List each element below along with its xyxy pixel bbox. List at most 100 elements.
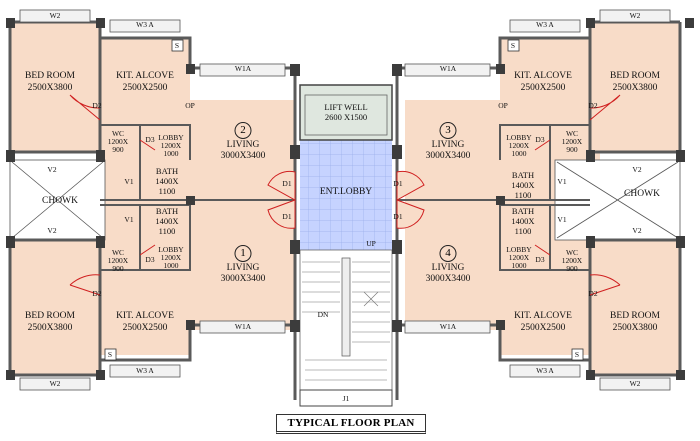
vent-tag-v2: V2: [632, 226, 642, 235]
stair-down-label: DN: [317, 310, 329, 319]
wc-dim: 900: [566, 145, 578, 154]
bath-name: BATH: [155, 166, 179, 176]
bedroom-name: BED ROOM: [610, 311, 660, 321]
vent-tag-v2: V2: [47, 165, 57, 174]
window-tag-w2: W2: [49, 11, 61, 20]
balcony-j1: [299, 389, 393, 407]
door-tag-d2: D2: [588, 101, 598, 110]
bath-dim: 1100: [514, 190, 532, 200]
wc-name: WC: [111, 248, 125, 257]
lobby-small-dim: 1000: [511, 261, 527, 270]
living-name: LIVING: [226, 263, 260, 273]
door-tag-d2: D2: [92, 101, 102, 110]
bath-name: BATH: [511, 206, 535, 216]
door-tag-d3: D3: [535, 255, 545, 264]
doors: [69, 94, 621, 296]
entrance-lobby-label: ENT.LOBBY: [319, 187, 373, 197]
bedroom-dim: 2500X3800: [27, 83, 73, 93]
bath-name: BATH: [511, 170, 535, 180]
bath-dim: 1400X: [155, 216, 179, 226]
bedroom-dim: 2500X3800: [612, 323, 658, 333]
living-dim: 3000X3400: [425, 274, 471, 284]
kitchen-dim: 2500X2500: [122, 83, 168, 93]
window-tag-w3a: W3 A: [536, 20, 554, 29]
living-name: LIVING: [431, 140, 465, 150]
wc-dim: 1200X: [107, 137, 129, 146]
bedroom-name: BED ROOM: [610, 71, 660, 81]
vent-tag-v2: V2: [632, 165, 642, 174]
window-tag-w2: W2: [629, 11, 641, 20]
door-tag-d2: D2: [92, 289, 102, 298]
window-tag-w1a: W1A: [439, 322, 457, 331]
bath-dim: 1400X: [155, 176, 179, 186]
bath-dim: 1100: [514, 226, 532, 236]
chowk-label: CHOWK: [42, 196, 78, 206]
living-name: LIVING: [431, 263, 465, 273]
kitchen-name: KIT. ALCOVE: [514, 311, 572, 321]
lift-well-name: LIFT WELL: [324, 102, 368, 112]
window-tag-w3a: W3 A: [136, 366, 154, 375]
opening-tag: OP: [498, 101, 508, 110]
kitchen-name: KIT. ALCOVE: [514, 71, 572, 81]
unit-number: 3: [439, 122, 457, 139]
lobby-small-dim: 1200X: [160, 141, 182, 150]
vent-tag-v1: V1: [124, 215, 134, 224]
wc-name: WC: [565, 248, 579, 257]
inner-walls: [100, 124, 590, 271]
bath-dim: 1400X: [511, 180, 535, 190]
door-tag-d2: D2: [588, 289, 598, 298]
unit-number: 2: [234, 122, 252, 139]
window-tag-w1a: W1A: [234, 64, 252, 73]
living-dim: 3000X3400: [220, 151, 266, 161]
wc-name: WC: [111, 129, 125, 138]
sink-label: S: [574, 350, 580, 359]
lobby-small-dim: 1200X: [508, 141, 530, 150]
vent-tag-v1: V1: [557, 215, 567, 224]
lobby-small-dim: 1000: [163, 149, 179, 158]
lobby-small-name: LOBBY: [158, 133, 184, 142]
door-tag-d3: D3: [145, 255, 155, 264]
window-tag-w3a: W3 A: [536, 366, 554, 375]
bath-dim: 1400X: [511, 216, 535, 226]
lobby-small-name: LOBBY: [506, 245, 532, 254]
lobby-small-dim: 1000: [163, 261, 179, 270]
lift-well-dim: 2600 X1500: [324, 112, 368, 122]
living-name: LIVING: [226, 140, 260, 150]
sink-label: S: [107, 350, 113, 359]
columns: [6, 18, 694, 380]
bedroom-name: BED ROOM: [25, 71, 75, 81]
wc-dim: 1200X: [561, 137, 583, 146]
opening-tag: OP: [185, 101, 195, 110]
staircase: [299, 249, 393, 391]
lobby-small-dim: 1200X: [508, 253, 530, 262]
lift-well: [299, 84, 393, 141]
door-tag-d3: D3: [145, 135, 155, 144]
wc-dim: 1200X: [107, 256, 129, 265]
lobby-small-dim: 1200X: [160, 253, 182, 262]
unit-number: 4: [439, 245, 457, 262]
sink-label: S: [510, 41, 516, 50]
kitchen-dim: 2500X2500: [122, 323, 168, 333]
bedroom-dim: 2500X3800: [27, 323, 73, 333]
kitchen-name: KIT. ALCOVE: [116, 311, 174, 321]
balcony-label: J1: [342, 394, 350, 403]
window-tag-w1a: W1A: [234, 322, 252, 331]
stair-up-label: UP: [366, 239, 376, 248]
lobby-small-name: LOBBY: [506, 133, 532, 142]
kitchen-dim: 2500X2500: [520, 323, 566, 333]
door-tag-d1: D1: [393, 212, 403, 221]
chowk-label: CHOWK: [624, 189, 660, 199]
bath-dim: 1100: [158, 226, 176, 236]
wc-dim: 900: [112, 264, 124, 273]
window-tag-w3a: W3 A: [136, 20, 154, 29]
vent-tag-v1: V1: [557, 177, 567, 186]
lobby-small-dim: 1000: [511, 149, 527, 158]
door-tag-d1: D1: [282, 179, 292, 188]
wc-dim: 1200X: [561, 256, 583, 265]
sink-icons: [104, 39, 584, 361]
kitchen-name: KIT. ALCOVE: [116, 71, 174, 81]
door-tag-d1: D1: [282, 212, 292, 221]
unit-number: 1: [234, 245, 252, 262]
wc-name: WC: [565, 129, 579, 138]
